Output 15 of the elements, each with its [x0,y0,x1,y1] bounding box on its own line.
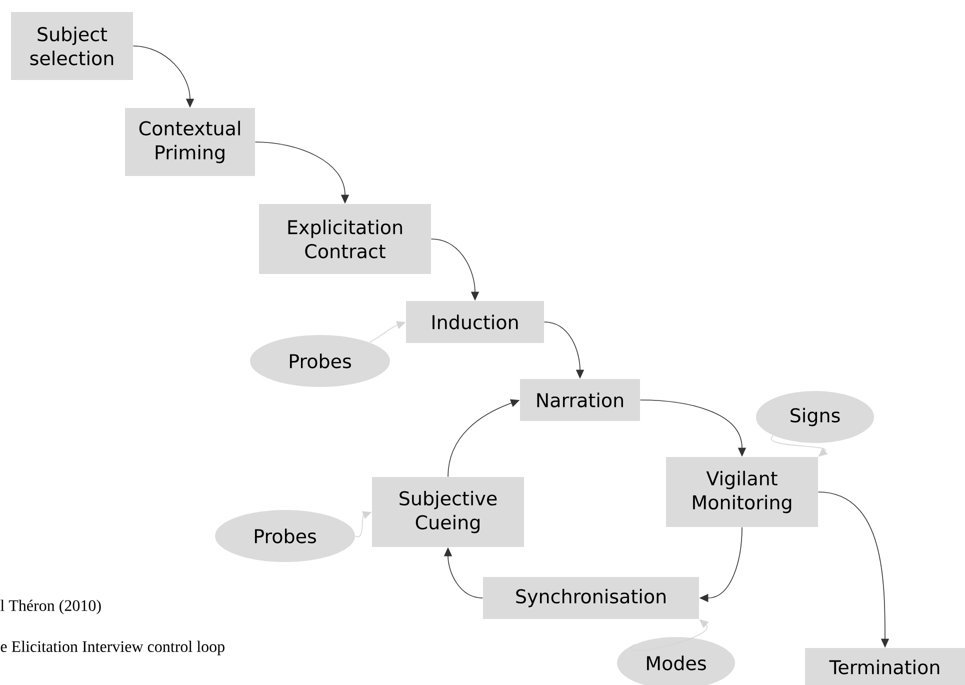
arrow [770,435,828,457]
step-box: Termination [805,648,965,685]
step-box: Vigilant Monitoring [666,457,818,527]
step-box: Explicitation Contract [259,204,431,274]
step-box: Subject selection [11,12,133,80]
oval-node: Probes [250,335,390,387]
oval-node: Signs [756,391,874,443]
step-box: Contextual Priming [125,108,255,176]
oval-node: Probes [215,510,355,562]
step-box: Synchronisation [483,577,700,619]
caption-text: l Théron (2010) [0,600,101,614]
step-box: Narration [520,379,640,421]
step-box: Induction [406,301,544,343]
step-box: Subjective Cueing [372,477,524,547]
caption-text: e Elicitation Interview control loop [0,640,224,656]
